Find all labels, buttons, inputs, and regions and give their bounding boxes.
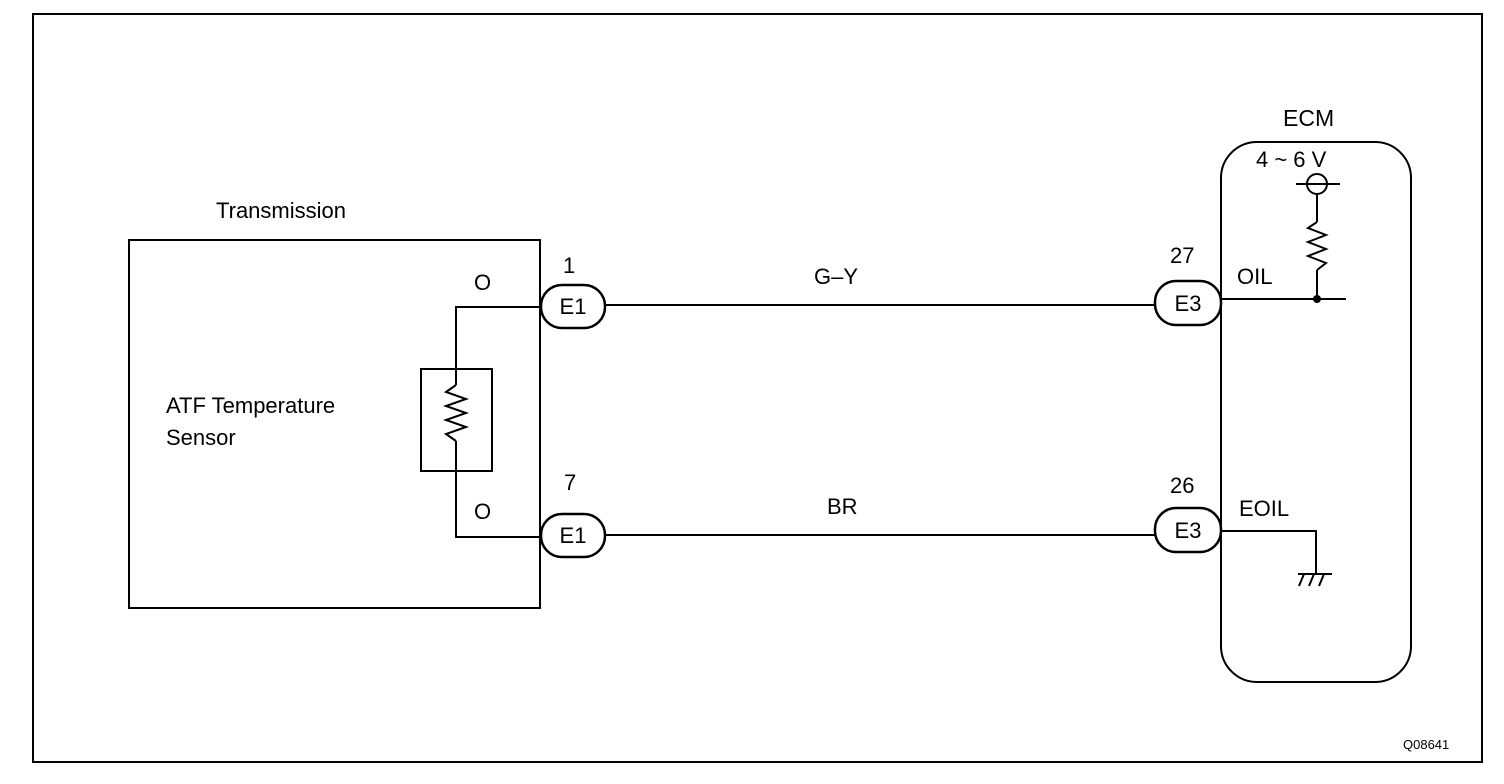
connector-e1-top-label: E1 (560, 294, 587, 319)
terminal-mark-bottom: O (474, 499, 491, 524)
pin-7-label: 7 (564, 470, 576, 495)
figure-code: Q08641 (1403, 737, 1449, 752)
sensor-label-line2: Sensor (166, 425, 236, 450)
pin-1-label: 1 (563, 253, 575, 278)
ecm-terminal-oil: OIL (1237, 264, 1272, 289)
transmission-title: Transmission (216, 198, 346, 223)
connector-e3-top-label: E3 (1175, 291, 1202, 316)
sensor-resistor (442, 384, 470, 442)
wire-bottom-color: BR (827, 494, 858, 519)
sensor-wire-bottom (455, 441, 541, 538)
wire-top-color: G–Y (814, 264, 858, 289)
connector-e1-bottom-label: E1 (560, 523, 587, 548)
pin-27-label: 27 (1170, 243, 1194, 268)
pin-26-label: 26 (1170, 473, 1194, 498)
ecm-box (1220, 141, 1412, 683)
ecm-voltage-label: 4 ~ 6 V (1256, 147, 1327, 172)
pullup-resistor (1305, 221, 1329, 271)
terminal-mark-top: O (474, 270, 491, 295)
sensor-label-line1: ATF Temperature (166, 393, 335, 418)
transmission-box (128, 239, 541, 609)
diagram-frame (32, 13, 1483, 763)
ecm-eoil-line (1221, 530, 1317, 574)
sensor-wire-top (455, 306, 541, 385)
ecm-terminal-eoil: EOIL (1239, 496, 1289, 521)
ecm-title: ECM (1283, 105, 1334, 131)
connector-e3-bottom-label: E3 (1175, 518, 1202, 543)
connector-e1-top (539, 283, 607, 330)
ground-icon (1298, 573, 1325, 587)
